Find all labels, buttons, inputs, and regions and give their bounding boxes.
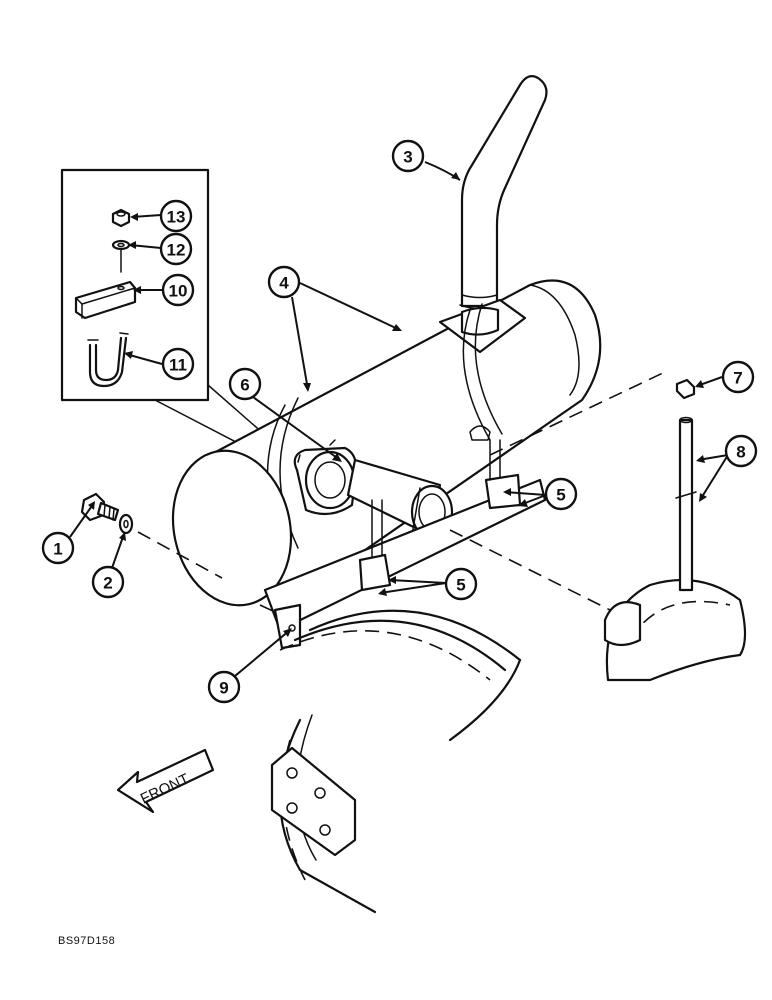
callout-13: 13 [159,199,193,233]
callout-8: 8 [724,434,758,468]
svg-text:11: 11 [169,356,187,375]
callout-7: 7 [721,360,755,394]
svg-text:7: 7 [733,369,742,388]
clamp-block-part [74,280,137,320]
rear-hood-part [603,378,747,682]
callout-5a: 5 [544,477,578,511]
svg-text:2: 2 [103,574,112,593]
bolt-part [80,492,120,522]
callout-1: 1 [41,531,75,565]
u-bolt-part [87,332,129,388]
svg-text:6: 6 [240,376,249,395]
front-direction-arrow: FRONT [116,748,215,814]
svg-text:3: 3 [403,148,412,167]
callout-3: 3 [391,139,425,173]
callout-12: 12 [159,232,193,266]
callout-10: 10 [161,273,195,307]
alignment-lines [137,371,666,613]
callout-5b: 5 [444,567,478,601]
clamp-detail-inset [60,168,306,471]
svg-text:10: 10 [169,282,188,301]
svg-text:9: 9 [219,679,228,698]
fender-part [270,609,522,914]
callout-6: 6 [228,367,262,401]
leader-lines [69,161,729,677]
callout-11: 11 [161,347,195,381]
svg-text:12: 12 [167,241,186,260]
muffler-part [171,279,602,650]
svg-text:1: 1 [53,540,62,559]
nut-part [111,208,131,228]
callout-2: 2 [91,565,125,599]
callout-4: 4 [267,265,301,299]
svg-text:13: 13 [167,208,186,227]
washer-part-2 [118,513,134,535]
drawing-reference: BS97D158 [58,935,115,947]
svg-text:5: 5 [556,486,565,505]
svg-text:4: 4 [279,274,289,293]
callout-9: 9 [207,670,241,704]
washer-part [111,239,131,251]
svg-text:5: 5 [456,576,465,595]
svg-text:8: 8 [736,443,745,462]
